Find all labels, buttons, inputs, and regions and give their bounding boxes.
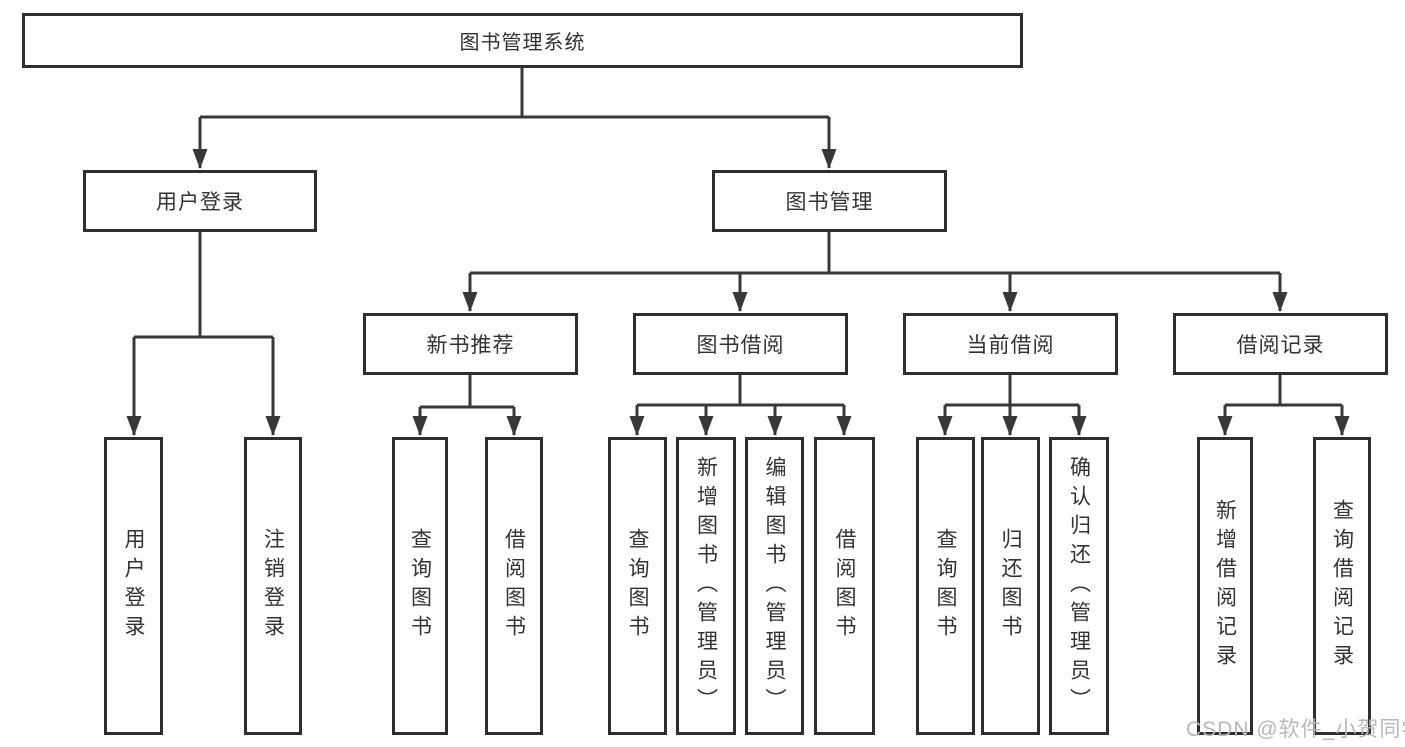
node-add-borrow-record-label: 新增借阅记录 — [1213, 499, 1237, 673]
node-logout-label: 注销登录 — [261, 528, 285, 644]
node-query-books-recommend: 查询图书 — [392, 437, 448, 735]
node-book-management: 图书管理 — [712, 170, 947, 232]
node-borrow-books: 借阅图书 — [814, 437, 875, 735]
node-book-borrowing-label: 图书借阅 — [696, 334, 785, 357]
node-new-book-recommend-label: 新书推荐 — [426, 334, 515, 357]
node-add-books-admin-label: 新增图书（管理员） — [694, 455, 718, 717]
node-current-borrowing-label: 当前借阅 — [966, 334, 1055, 357]
node-edit-books-admin: 编辑图书（管理员） — [745, 437, 804, 735]
node-return-books: 归还图书 — [981, 437, 1040, 735]
node-query-borrow-record: 查询借阅记录 — [1313, 437, 1371, 735]
node-edit-books-admin-label: 编辑图书（管理员） — [763, 455, 786, 717]
node-logout: 注销登录 — [244, 437, 302, 735]
node-add-books-admin: 新增图书（管理员） — [676, 437, 736, 735]
node-user-login-group-label: 用户登录 — [156, 191, 244, 214]
node-query-borrow-record-label: 查询借阅记录 — [1330, 499, 1354, 673]
node-user-login-label: 用户登录 — [122, 528, 145, 644]
node-query-books-borrowing-label: 查询图书 — [626, 528, 649, 644]
node-library-management-system: 图书管理系统 — [22, 13, 1023, 68]
node-confirm-return-admin-label: 确认归还（管理员） — [1067, 455, 1091, 717]
node-add-borrow-record: 新增借阅记录 — [1197, 437, 1253, 735]
node-return-books-label: 归还图书 — [999, 528, 1022, 644]
node-new-book-recommend: 新书推荐 — [363, 313, 578, 375]
node-query-books-current-label: 查询图书 — [934, 528, 957, 644]
node-book-borrowing: 图书借阅 — [633, 313, 848, 375]
node-current-borrowing: 当前借阅 — [903, 313, 1118, 375]
node-query-books-current: 查询图书 — [916, 437, 975, 735]
node-query-books-recommend-label: 查询图书 — [408, 528, 432, 644]
node-query-books-borrowing: 查询图书 — [608, 437, 667, 735]
node-book-management-label: 图书管理 — [785, 191, 874, 214]
csdn-watermark: CSDN @软件_小贺同学 — [1186, 718, 1405, 741]
node-library-management-system-label: 图书管理系统 — [459, 32, 586, 54]
node-confirm-return-admin: 确认归还（管理员） — [1049, 437, 1109, 735]
node-borrowing-records-label: 借阅记录 — [1236, 334, 1325, 357]
node-borrowing-records: 借阅记录 — [1173, 313, 1388, 375]
node-user-login: 用户登录 — [104, 437, 163, 735]
node-user-login-group: 用户登录 — [83, 170, 317, 232]
node-borrow-books-recommend-label: 借阅图书 — [502, 528, 526, 644]
node-borrow-books-recommend: 借阅图书 — [485, 437, 543, 735]
node-borrow-books-label: 借阅图书 — [833, 528, 856, 644]
